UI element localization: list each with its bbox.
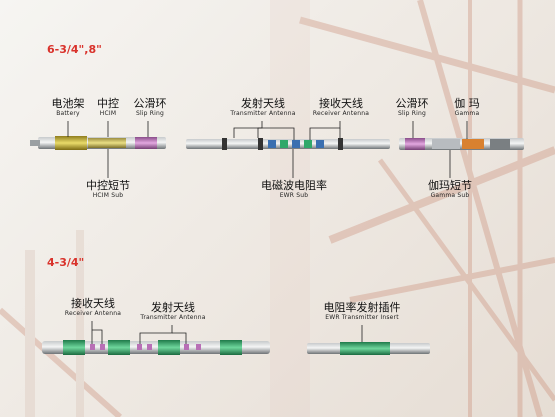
gamma-sub-section [432, 139, 460, 149]
small-ewr-marker-5 [184, 344, 189, 350]
label-hcim-cn: 中控 [97, 97, 119, 110]
section-title-4-3-4: 4-3/4" [47, 256, 85, 269]
small-ewr-marker-4 [147, 344, 152, 350]
leader-lines [67, 121, 468, 344]
small-ewr-tool [42, 340, 270, 355]
ewr-band-1 [222, 138, 227, 150]
small-ewr-green-band-1 [63, 340, 85, 355]
label-gamma-sub: 伽玛短节 Gamma Sub [422, 179, 478, 200]
small-ewr-marker-2 [100, 344, 105, 350]
hcim-tool [30, 136, 166, 150]
label-hcim-sub: 中控短节 HCIM Sub [82, 179, 134, 200]
label-hcim-en: HCIM [99, 110, 117, 117]
small-ewr-marker-3 [137, 344, 142, 350]
section-title-6-3-4: 6-3/4",8" [47, 43, 102, 56]
leader-receiver-1 [309, 121, 341, 140]
label-hcim-sub-en: HCIM Sub [92, 192, 124, 199]
label-ewr-sub: 电磁波电阻率 EWR Sub [258, 179, 330, 200]
ewr-antenna-4 [304, 140, 312, 148]
label-slip-ring-1: 公滑环 Slip Ring [128, 97, 172, 118]
label-slip-ring-2-en: Slip Ring [397, 110, 427, 117]
label-transmitter-antenna-en: Transmitter Antenna [230, 110, 296, 117]
ewr-insert-tool [307, 342, 430, 355]
label-slip-ring-1-cn: 公滑环 [133, 97, 167, 110]
label-ewr-transmitter-insert: 电阻率发射插件 EWR Transmitter Insert [322, 301, 402, 322]
leader-transmitter-1 [233, 121, 263, 138]
hcim-tool-pin [30, 140, 40, 146]
label-hcim-sub-cn: 中控短节 [86, 179, 130, 192]
gamma-section [462, 139, 484, 149]
label-slip-ring-1-en: Slip Ring [135, 110, 165, 117]
small-ewr-green-band-4 [220, 340, 242, 355]
label-transmitter-antenna: 发射天线 Transmitter Antenna [226, 97, 300, 118]
leader-transmitter-small-1 [139, 325, 173, 344]
small-ewr-tool-body [42, 341, 270, 354]
label-receiver-antenna-cn: 接收天线 [319, 97, 363, 110]
label-receiver-antenna-small: 接收天线 Receiver Antenna [62, 297, 124, 318]
hcim-section [88, 138, 126, 148]
ewr-antenna-5 [316, 140, 324, 148]
small-ewr-marker-1 [90, 344, 95, 350]
leader-transmitter-small-2 [172, 332, 187, 344]
label-receiver-antenna-small-en: Receiver Antenna [64, 310, 122, 317]
ewr-band-3 [338, 138, 343, 150]
ewr-band-2 [258, 138, 263, 150]
label-receiver-antenna-en: Receiver Antenna [312, 110, 370, 117]
leader-transmitter-3 [262, 127, 295, 140]
small-ewr-green-band-3 [158, 340, 180, 355]
ewr-antenna-2 [280, 140, 288, 148]
label-hcim: 中控 HCIM [90, 97, 126, 118]
label-gamma-sub-cn: 伽玛短节 [428, 179, 472, 192]
gamma-tool [399, 138, 524, 150]
label-transmitter-antenna-small-en: Transmitter Antenna [140, 314, 206, 321]
label-slip-ring-2-cn: 公滑环 [395, 97, 429, 110]
label-gamma-cn: 伽 玛 [454, 97, 480, 110]
label-gamma-sub-en: Gamma Sub [430, 192, 470, 199]
small-ewr-marker-6 [196, 344, 201, 350]
label-gamma: 伽 玛 Gamma [446, 97, 488, 118]
label-battery-cn: 电池架 [51, 97, 85, 110]
ewr-antenna-3 [292, 140, 300, 148]
slip-ring-section-1 [135, 137, 157, 149]
ewr-tool [186, 138, 390, 150]
label-transmitter-antenna-small-cn: 发射天线 [151, 301, 195, 314]
slip-ring-section-2 [405, 138, 425, 150]
label-battery-en: Battery [56, 110, 80, 117]
label-transmitter-antenna-cn: 发射天线 [241, 97, 285, 110]
small-ewr-green-band-2 [108, 340, 130, 355]
ewr-antenna-1 [268, 140, 276, 148]
ewr-insert-section [340, 342, 390, 355]
label-slip-ring-2: 公滑环 Slip Ring [390, 97, 434, 118]
label-receiver-antenna-small-cn: 接收天线 [71, 297, 115, 310]
gamma-end-section [490, 139, 510, 149]
label-ewr-transmitter-insert-cn: 电阻率发射插件 [323, 301, 401, 314]
label-ewr-sub-cn: 电磁波电阻率 [261, 179, 327, 192]
battery-section [55, 136, 87, 150]
leader-receiver-small-2 [92, 329, 103, 344]
label-transmitter-antenna-small: 发射天线 Transmitter Antenna [136, 301, 210, 322]
leader-transmitter-2 [257, 127, 262, 138]
label-ewr-sub-en: EWR Sub [279, 192, 309, 199]
label-battery: 电池架 Battery [48, 97, 88, 118]
label-receiver-antenna: 接收天线 Receiver Antenna [308, 97, 374, 118]
label-ewr-transmitter-insert-en: EWR Transmitter Insert [325, 314, 399, 321]
label-gamma-en: Gamma [454, 110, 480, 117]
